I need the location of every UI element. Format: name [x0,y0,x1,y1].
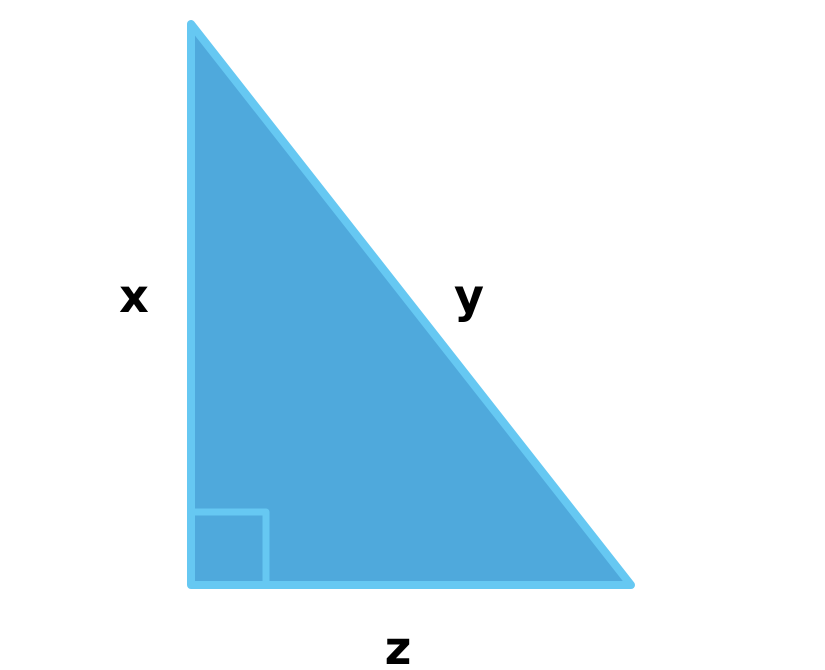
label-x: x [119,269,149,323]
label-z: z [385,621,412,670]
right-angle-marker [191,508,270,585]
triangle-shape [187,20,635,589]
label-y: y [454,269,484,323]
